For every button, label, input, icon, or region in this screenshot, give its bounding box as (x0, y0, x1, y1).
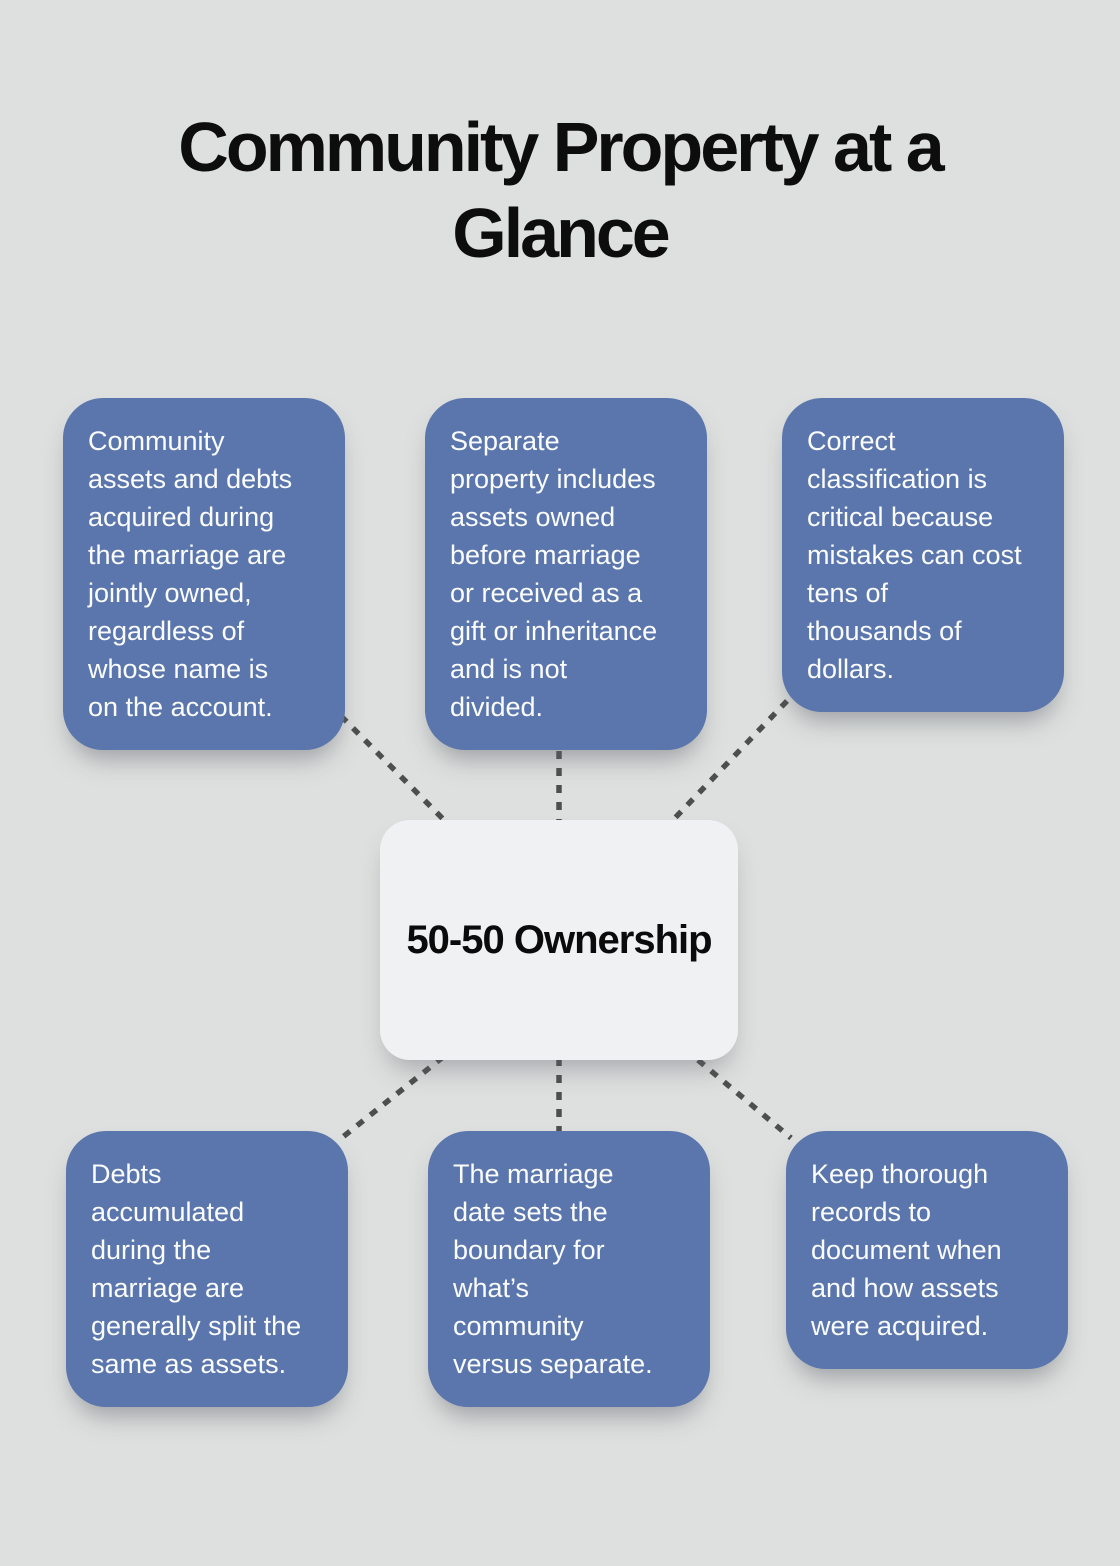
node-community-assets-text: Community assets and debts acquired duri… (88, 426, 293, 722)
node-correct-classification: Correct classification is critical becau… (782, 398, 1064, 712)
page-title: Community Property at a Glance (178, 108, 944, 272)
center-node-label: 50-50 Ownership (406, 917, 712, 962)
connector-bottom-left (337, 1054, 445, 1143)
connector-bottom-right (696, 1057, 793, 1141)
node-correct-classification-text: Correct classification is critical becau… (807, 426, 1022, 684)
node-marriage-date-text: The marriage date sets the boundary for … (453, 1159, 653, 1379)
connector-top-left (339, 714, 448, 824)
center-node-50-50-ownership: 50-50 Ownership (380, 820, 738, 1060)
node-separate-property-text: Separate property includes assets owned … (450, 426, 658, 722)
node-community-assets: Community assets and debts acquired duri… (63, 398, 345, 750)
node-debts-split: Debts accumulated during the marriage ar… (66, 1131, 348, 1407)
node-separate-property: Separate property includes assets owned … (425, 398, 707, 750)
node-record-keeping-text: Keep thorough records to document when a… (811, 1159, 1002, 1341)
node-debts-split-text: Debts accumulated during the marriage ar… (91, 1159, 302, 1379)
connector-top-right (671, 699, 789, 822)
node-record-keeping: Keep thorough records to document when a… (786, 1131, 1068, 1369)
node-marriage-date: The marriage date sets the boundary for … (428, 1131, 710, 1407)
